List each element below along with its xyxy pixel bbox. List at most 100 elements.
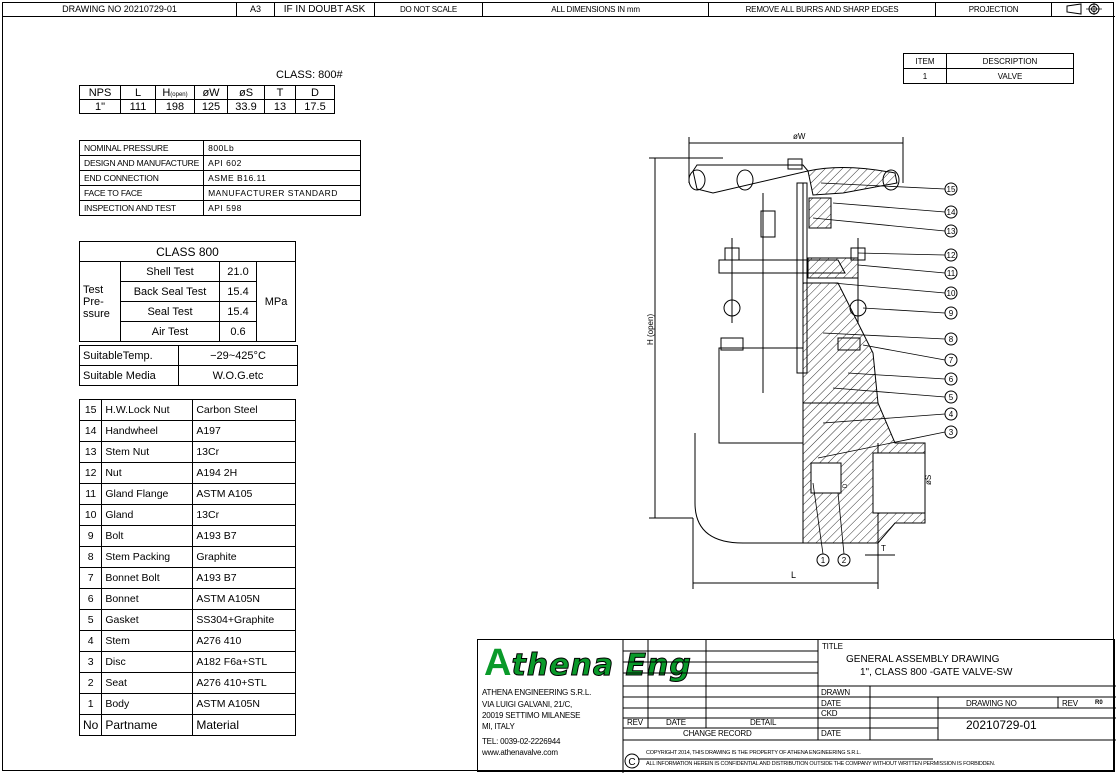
- part-name: Nut: [101, 462, 194, 484]
- balloon-leader: [857, 264, 946, 274]
- company-logo: Athena Eng: [484, 642, 692, 685]
- part-name: Gland: [101, 504, 194, 526]
- part-name: Gasket: [101, 609, 194, 631]
- logo-letter: A: [484, 642, 512, 684]
- part-name: Bolt: [101, 525, 194, 547]
- parts-header-row: No Partname Material: [78, 714, 297, 736]
- spec-value: MANUFACTURER STANDARD: [203, 185, 362, 201]
- date-header: DATE: [666, 718, 686, 727]
- balloon-circle: [837, 553, 851, 567]
- dim-header-h-text: H: [162, 86, 171, 99]
- part-name: Bonnet: [101, 588, 194, 610]
- balloon-circle: [944, 372, 958, 386]
- part-name: Stem Nut: [101, 441, 194, 463]
- dim-header-w: øW: [194, 85, 228, 100]
- balloon-leader: [832, 282, 946, 294]
- dim-header-t: T: [264, 85, 296, 100]
- balloon-circle: [944, 353, 958, 367]
- balloon-number: 8: [949, 335, 954, 344]
- balloon-leader: [832, 202, 946, 213]
- balloon-number: 15: [947, 185, 956, 194]
- parts-header-name: Partname: [101, 714, 194, 736]
- header-bar: DRAWING NO 20210729-01 A3 IF IN DOUBT AS…: [3, 3, 1115, 17]
- part-number: 2: [78, 672, 103, 694]
- test-name: Shell Test: [120, 261, 220, 282]
- dimension-table: NPS L H(open) øW øS T D 1" 111 198 125 3…: [79, 85, 335, 114]
- balloon-leader: [832, 387, 946, 398]
- part-number: 15: [78, 399, 103, 421]
- part-name: Stem Packing: [101, 546, 194, 568]
- header-noscale: DO NOT SCALE: [375, 3, 483, 16]
- balloon-number: 4: [949, 410, 954, 419]
- balloon-number: 2: [842, 556, 847, 565]
- media-value: W.O.G.etc: [178, 365, 298, 386]
- part-number: 10: [78, 504, 103, 526]
- header-drawing-no: DRAWING NO 20210729-01: [3, 3, 237, 16]
- test-name: Seal Test: [120, 301, 220, 322]
- projection-symbol: [1052, 3, 1115, 16]
- drawing-number: 20210729-01: [966, 718, 1037, 732]
- copyright-icon: C: [628, 757, 635, 768]
- company-name: ATHENA ENGINEERING S.R.L.: [482, 688, 592, 697]
- balloon-leader: [837, 492, 845, 555]
- part-number: 12: [78, 462, 103, 484]
- dim-header-h-sub: (open): [170, 91, 188, 98]
- balloon-leader: [847, 372, 946, 380]
- balloon-number: 11: [947, 269, 956, 278]
- company-address-2: 20019 SETTIMO MILANESE: [482, 711, 581, 720]
- part-number: 7: [78, 567, 103, 589]
- copyright-line-2: ALL INFORMATION HEREIN IS CONFIDENTIAL A…: [646, 761, 995, 767]
- balloon-leader: [857, 252, 946, 256]
- test-value: 21.0: [219, 261, 257, 282]
- part-material: A193 B7: [192, 567, 297, 589]
- w-dim-label: øW: [793, 132, 806, 141]
- part-name: Stem: [101, 630, 194, 652]
- t-dim-label: T: [881, 544, 886, 553]
- part-name: Handwheel: [101, 420, 194, 442]
- part-number: 9: [78, 525, 103, 547]
- balloon-number: 5: [949, 393, 954, 402]
- balloon-circle: [944, 425, 958, 439]
- title-line-1: GENERAL ASSEMBLY DRAWING: [846, 654, 1000, 665]
- balloon-circle: [944, 407, 958, 421]
- header-burrs: REMOVE ALL BURRS AND SHARP EDGES: [709, 3, 936, 16]
- third-angle-projection-icon: [1066, 3, 1102, 15]
- part-material: A194 2H: [192, 462, 297, 484]
- spec-key: INSPECTION AND TEST: [78, 200, 205, 216]
- item-header: ITEM: [903, 53, 947, 69]
- dim-value-nps: 1": [79, 99, 121, 114]
- part-material: Graphite: [192, 546, 297, 568]
- rev-header: REV: [627, 718, 643, 727]
- rev-number: R0: [1095, 700, 1103, 706]
- balloon-number: 10: [947, 289, 956, 298]
- dim-header-d: D: [295, 85, 335, 100]
- ckd-label: CKD: [821, 709, 838, 718]
- temp-value: −29~425°C: [178, 345, 298, 366]
- title-label: TITLE: [822, 642, 843, 651]
- dim-value-l: 111: [120, 99, 156, 114]
- test-unit: MPa: [256, 261, 296, 342]
- spec-key: NOMINAL PRESSURE: [78, 140, 205, 156]
- header-projection: PROJECTION: [936, 3, 1052, 16]
- part-material: 13Cr: [192, 504, 297, 526]
- part-number: 4: [78, 630, 103, 652]
- part-name: Body: [101, 693, 194, 715]
- part-material: A197: [192, 420, 297, 442]
- balloon-leader: [817, 431, 946, 459]
- dim-header-l: L: [120, 85, 156, 100]
- part-number: 3: [78, 651, 103, 673]
- test-value: 0.6: [219, 321, 257, 342]
- dimension-header-row: NPS L H(open) øW øS T D: [79, 85, 335, 100]
- class-table: CLASS 800 Test Pre- ssure Shell Test 21.…: [79, 241, 296, 342]
- company-address-3: MI, ITALY: [482, 722, 515, 731]
- spec-key: END CONNECTION: [78, 170, 205, 186]
- dimension-value-row: 1" 111 198 125 33.9 13 17.5: [79, 99, 335, 114]
- part-name: Seat: [101, 672, 194, 694]
